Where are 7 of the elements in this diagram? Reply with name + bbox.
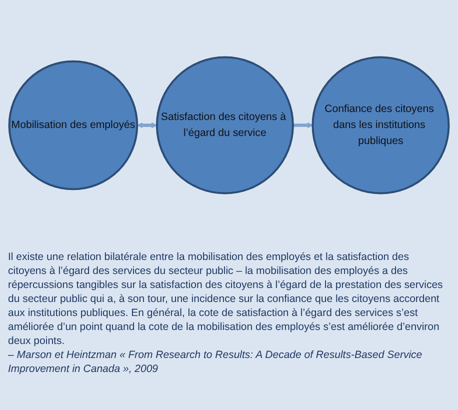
caption-paragraph: Il existe une relation bilatérale entre la mobilisation des employés et la satisfaction des citoyens à l’égard des services du secteur public – la mobilisation des employés a des répercussions tangibles sur la satisfaction des citoyens à l’égard de la prestation des services du secteur public qui a, à son tour, une incidence sur la confiance que les citoyens accordent aux institutions publiques. En général, la cote de satisfaction à l’égard des services s’est améliorée d’un point quand la cote de la mobilisation des employés s’est améliorée d’environ deux points. — [8, 250, 444, 348]
arrow — [137, 122, 158, 128]
node-circle: Confiance des citoyens dans les institutions publiques — [312, 56, 450, 194]
node-circle: Mobilisation des employés — [8, 60, 138, 190]
node-circle: Satisfaction des citoyens à l’égard du service — [156, 56, 294, 194]
arrow — [292, 122, 313, 128]
citation: – Marson et Heintzman « From Research to Results: A Decade of Results-Based Service Improvement in Canada », 2009 — [8, 348, 424, 376]
